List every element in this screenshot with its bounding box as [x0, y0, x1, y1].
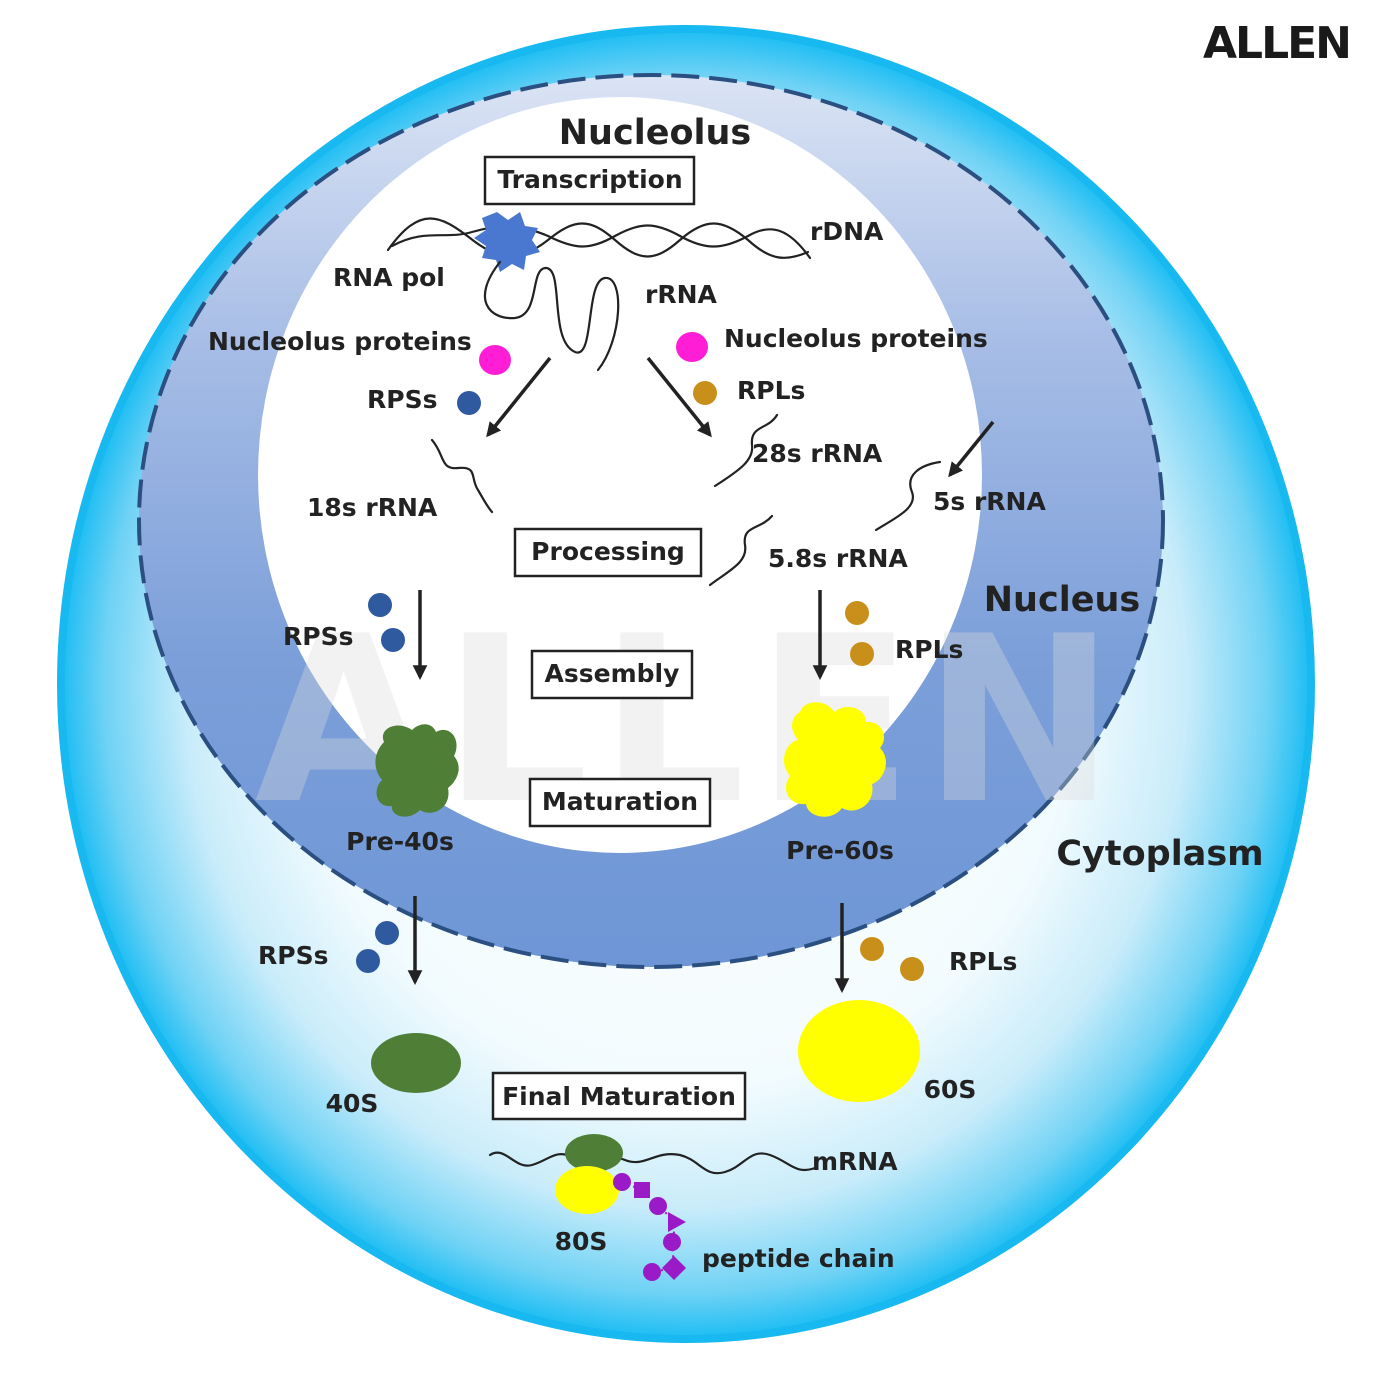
rrna-58s-label: 5.8s rRNA: [768, 544, 908, 573]
nucleolus-label: Nucleolus: [559, 113, 751, 153]
final-maturation-box: [491, 1071, 747, 1121]
arrow-to-28s: [646, 356, 712, 438]
rrna-18s-label: 18s rRNA: [307, 493, 438, 522]
nucleolus-proteins-left-label: Nucleolus proteins: [208, 327, 472, 356]
rpls-top-label: RPLs: [737, 376, 805, 405]
processing-box: [513, 527, 703, 578]
nucleolus-protein-left: [479, 345, 511, 375]
rps-dot: [356, 949, 380, 973]
subunit-60s: [798, 1000, 920, 1102]
rna-pol-icon: [474, 212, 540, 272]
rpl-dot: [850, 642, 874, 666]
rrna-transcript: [483, 260, 620, 372]
pre60s-subunit: [784, 702, 886, 817]
rrna-label: rRNA: [645, 280, 718, 309]
mrna-label: mRNA: [812, 1147, 898, 1176]
assembly-label: Assembly: [545, 659, 680, 688]
rpss-bottom-label: RPSs: [258, 941, 328, 970]
rps-dot: [457, 391, 481, 415]
rpss-mid-label: RPSs: [283, 622, 353, 651]
ribosome-80s-small-subunit: [565, 1134, 623, 1172]
rpl-dot: [845, 601, 869, 625]
transcription-label: Transcription: [497, 165, 682, 194]
s40-label: 40S: [326, 1089, 379, 1118]
s80-label: 80S: [555, 1227, 608, 1256]
cell-membrane: [57, 25, 1315, 1343]
rrna-5s-strand: [874, 460, 942, 532]
rpls-mid-label: RPLs: [895, 635, 963, 664]
rpl-dot: [900, 957, 924, 981]
nucleolus-proteins-right-label: Nucleolus proteins: [724, 324, 988, 353]
maturation-box: [528, 777, 712, 828]
nucleolus-protein-right: [676, 332, 708, 362]
allen-logo: ALLEN: [1203, 18, 1350, 69]
ribosome-80s-large-subunit: [555, 1166, 619, 1214]
rps-dot: [381, 628, 405, 652]
rna-pol-label: RNA pol: [333, 263, 445, 292]
rdna-strand: [386, 217, 812, 260]
peptide-chain-label: peptide chain: [702, 1244, 895, 1273]
processing-label: Processing: [531, 537, 685, 566]
maturation-label: Maturation: [542, 787, 698, 816]
rdna-label: rDNA: [810, 217, 884, 246]
peptide-chain: [613, 1173, 686, 1281]
mrna-strand: [488, 1151, 817, 1175]
transcription-box: [483, 155, 696, 206]
rpl-dot: [693, 381, 717, 405]
rps-dot: [375, 921, 399, 945]
arrow-to-5s: [948, 420, 995, 478]
rps-dot: [368, 593, 392, 617]
rrna-58s-strand: [708, 514, 774, 587]
rrna-28s-label: 28s rRNA: [752, 439, 883, 468]
rpss-top-label: RPSs: [367, 385, 437, 414]
cytoplasm-label: Cytoplasm: [1056, 834, 1263, 874]
pre40s-subunit: [375, 724, 459, 817]
rrna-5s-label: 5s rRNA: [933, 487, 1046, 516]
subunit-40s: [371, 1033, 461, 1093]
rrna-28s-strand: [713, 413, 779, 488]
rrna-18s-strand: [430, 438, 494, 514]
pre60s-label: Pre-60s: [786, 836, 894, 865]
nucleus-label: Nucleus: [984, 580, 1140, 620]
nuclear-envelope: [137, 73, 1165, 969]
rpl-dot: [860, 937, 884, 961]
assembly-box: [530, 649, 694, 700]
arrow-to-18s: [486, 356, 552, 438]
final-maturation-label: Final Maturation: [502, 1082, 736, 1111]
pre40s-label: Pre-40s: [346, 827, 454, 856]
s60-label: 60S: [924, 1075, 977, 1104]
nucleolus-region: [258, 97, 982, 853]
rpls-bottom-label: RPLs: [949, 947, 1017, 976]
